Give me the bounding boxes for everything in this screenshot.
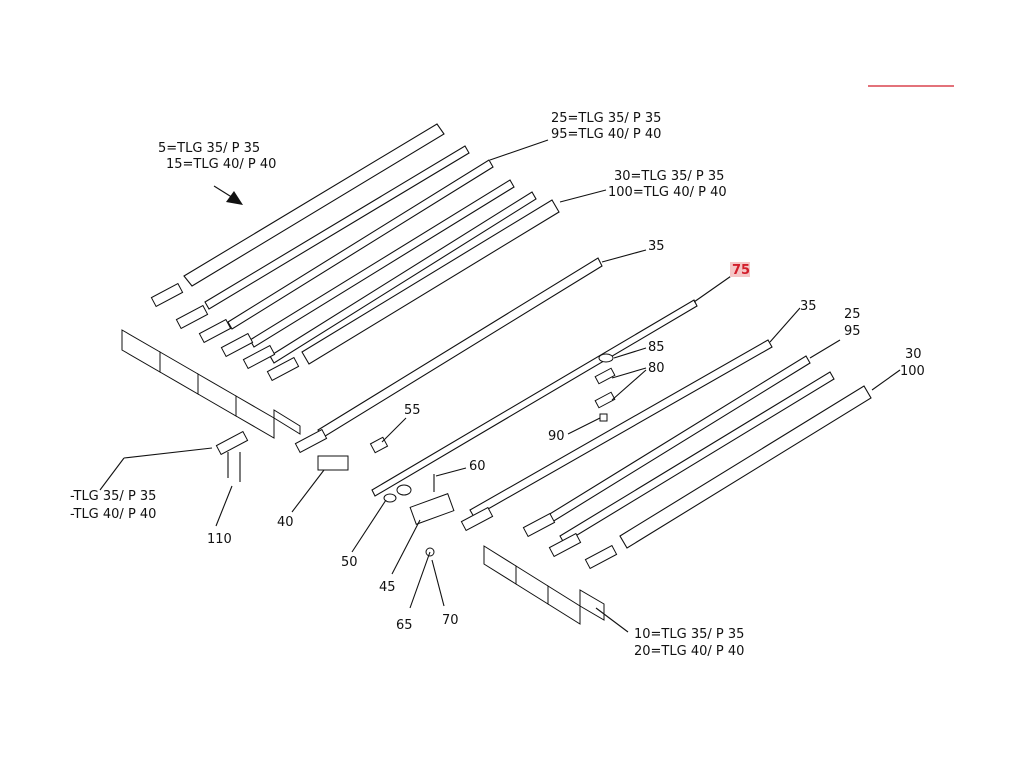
tube-upper-3 [198, 159, 494, 344]
tube-lower-2 [460, 339, 773, 532]
label-left-1: -TLG 35/ P 35 [70, 489, 156, 504]
callout-80: 80 [648, 361, 665, 376]
callout-25: 25 [844, 307, 861, 322]
callout-50: 50 [341, 555, 358, 570]
tube-lower-1 [371, 299, 698, 497]
callout-100: 100 [900, 364, 925, 379]
tube-lower-5 [584, 385, 872, 570]
label-top-right-2: 100=TLG 40/ P 40 [608, 185, 727, 200]
tube-upper-1 [150, 123, 445, 308]
highlight-box [730, 262, 750, 277]
callout-95: 95 [844, 324, 861, 339]
callout-75: 75 [732, 263, 750, 278]
leader-lines [99, 139, 901, 633]
tube-upper-4 [220, 179, 515, 358]
callout-45: 45 [379, 580, 396, 595]
callout-35-upper: 35 [648, 239, 665, 254]
hardware-parts [215, 353, 616, 557]
lower-bracket-strip [483, 545, 605, 625]
callout-40: 40 [277, 515, 294, 530]
callout-35-right: 35 [800, 299, 817, 314]
upper-tube-group [150, 123, 603, 454]
tube-upper-7 [294, 257, 603, 454]
callout-65: 65 [396, 618, 413, 633]
label-bottom-right-1: 10=TLG 35/ P 35 [634, 627, 744, 642]
label-left-2: -TLG 40/ P 40 [70, 507, 156, 522]
tube-upper-2 [175, 145, 470, 330]
callout-110: 110 [207, 532, 232, 547]
label-top-left-2: 15=TLG 40/ P 40 [166, 157, 276, 172]
callout-70: 70 [442, 613, 459, 628]
callout-60: 60 [469, 459, 486, 474]
upper-bracket-strip [121, 329, 301, 439]
label-top-right-1: 30=TLG 35/ P 35 [614, 169, 724, 184]
tube-upper-6 [266, 199, 560, 382]
lower-tube-group [371, 299, 872, 570]
direction-arrow-icon [213, 185, 243, 205]
label-top-mid-1: 25=TLG 35/ P 35 [551, 111, 661, 126]
label-top-mid-2: 95=TLG 40/ P 40 [551, 127, 661, 142]
callout-85: 85 [648, 340, 665, 355]
callout-90: 90 [548, 429, 565, 444]
label-top-left-1: 5=TLG 35/ P 35 [158, 141, 260, 156]
tube-lower-4 [548, 371, 835, 558]
label-bottom-right-2: 20=TLG 40/ P 40 [634, 644, 744, 659]
tube-lower-3 [522, 355, 811, 538]
callout-30: 30 [905, 347, 922, 362]
callout-55: 55 [404, 403, 421, 418]
tube-upper-5 [242, 191, 537, 370]
